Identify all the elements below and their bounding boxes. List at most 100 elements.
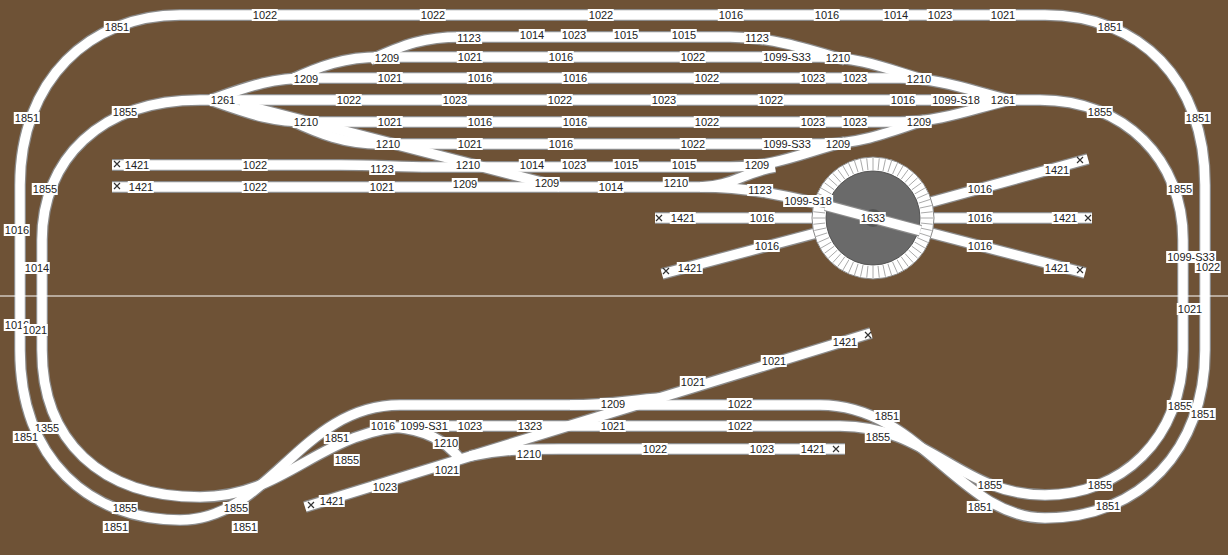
part-number: 1016	[548, 138, 574, 150]
part-number: 1851	[14, 112, 40, 124]
ring-tick	[818, 238, 829, 243]
part-number: 1123	[747, 184, 773, 196]
ring-tick	[912, 183, 922, 190]
ring-tick	[905, 173, 913, 182]
buffer-stops	[114, 157, 1091, 508]
ring-tick	[878, 266, 879, 278]
part-number: 1421	[128, 181, 154, 193]
part-number: 1023	[749, 443, 775, 455]
ring-tick	[867, 266, 868, 278]
part-number: 1021	[600, 420, 626, 432]
part-number: 1209	[374, 52, 400, 64]
part-number: 1099-S33	[762, 51, 812, 63]
part-number: 1851	[1095, 500, 1121, 512]
ring-tick	[919, 199, 930, 203]
part-number: 1014	[519, 29, 545, 41]
part-number: 1851	[874, 410, 900, 422]
part-number: 1022	[588, 9, 614, 21]
ring-tick	[901, 169, 908, 179]
part-number: 1021	[434, 464, 460, 476]
part-number: 1851	[232, 521, 258, 533]
ring-tick	[921, 223, 933, 224]
part-number: 1855	[112, 502, 138, 514]
part-number: 1021	[990, 9, 1016, 21]
part-number: 1016	[967, 212, 993, 224]
part-number: 1209	[744, 159, 770, 171]
part-number: 1210	[516, 448, 542, 460]
part-number: 1123	[456, 32, 482, 44]
part-number: 1209	[906, 116, 932, 128]
part-number: 1016	[370, 420, 396, 432]
part-number: 1023	[457, 420, 483, 432]
part-number: 1210	[825, 52, 851, 64]
part-number: 1023	[561, 29, 587, 41]
part-number: 1851	[967, 501, 993, 513]
ring-tick	[854, 264, 858, 275]
part-number: 1210	[455, 159, 481, 171]
part-number: 1016	[467, 72, 493, 84]
part-number: 1421	[1044, 262, 1070, 274]
ring-tick	[861, 265, 863, 277]
rail-outline	[20, 15, 1205, 520]
part-number: 1210	[433, 437, 459, 449]
ring-tick	[821, 188, 831, 194]
part-number: 1123	[369, 163, 395, 175]
part-number: 1261	[990, 94, 1016, 106]
part-number: 1016	[967, 240, 993, 252]
part-number: 1210	[663, 177, 689, 189]
part-number: 1123	[744, 32, 770, 44]
part-number: 1021	[680, 376, 706, 388]
part-number: 1015	[671, 29, 697, 41]
part-number: 1855	[977, 479, 1003, 491]
part-number: 1261	[210, 94, 236, 106]
part-number: 1021	[457, 51, 483, 63]
part-number: 1022	[694, 116, 720, 128]
part-number: 1855	[1087, 106, 1113, 118]
part-number: 1022	[242, 181, 268, 193]
part-number: 1209	[452, 178, 478, 190]
part-number: 1016	[890, 94, 916, 106]
ring-tick	[824, 183, 834, 190]
ring-tick	[888, 161, 892, 172]
ring-tick	[921, 218, 933, 219]
part-number: 1022	[758, 94, 784, 106]
part-number: 1022	[680, 138, 706, 150]
ring-tick	[861, 159, 863, 171]
part-number: 1210	[906, 73, 932, 85]
ring-tick	[813, 218, 825, 219]
part-number: 1016	[562, 72, 588, 84]
ring-tick	[917, 194, 928, 199]
ring-tick	[867, 158, 868, 170]
part-number: 1021	[369, 181, 395, 193]
part-number: 1851	[1190, 408, 1216, 420]
part-number: 1023	[842, 116, 868, 128]
part-number: 1022	[420, 9, 446, 21]
part-number: 1023	[651, 94, 677, 106]
part-number: 1021	[761, 355, 787, 367]
ring-tick	[824, 246, 834, 253]
part-number: 1022	[694, 72, 720, 84]
ring-tick	[821, 242, 831, 248]
ring-tick	[843, 166, 849, 176]
ring-tick	[920, 206, 932, 208]
part-number: 1855	[1167, 183, 1193, 195]
part-number: 1210	[375, 138, 401, 150]
part-number: 1016	[548, 51, 574, 63]
part-number: 1209	[600, 398, 626, 410]
part-number: 1016	[718, 9, 744, 21]
part-number: 1022	[727, 398, 753, 410]
part-number: 1016	[467, 116, 493, 128]
part-number: 1023	[561, 159, 587, 171]
part-number: 1021	[377, 116, 403, 128]
part-number: 1015	[671, 159, 697, 171]
part-number: 1014	[598, 181, 624, 193]
part-number: 1099-S31	[399, 420, 449, 432]
ring-tick	[897, 166, 903, 176]
ring-tick	[921, 212, 933, 213]
part-number: 1851	[103, 521, 129, 533]
ring-tick	[813, 223, 825, 224]
ring-tick	[909, 250, 918, 258]
ring-tick	[920, 228, 932, 230]
ring-tick	[849, 163, 854, 174]
part-number: 1016	[814, 9, 840, 21]
